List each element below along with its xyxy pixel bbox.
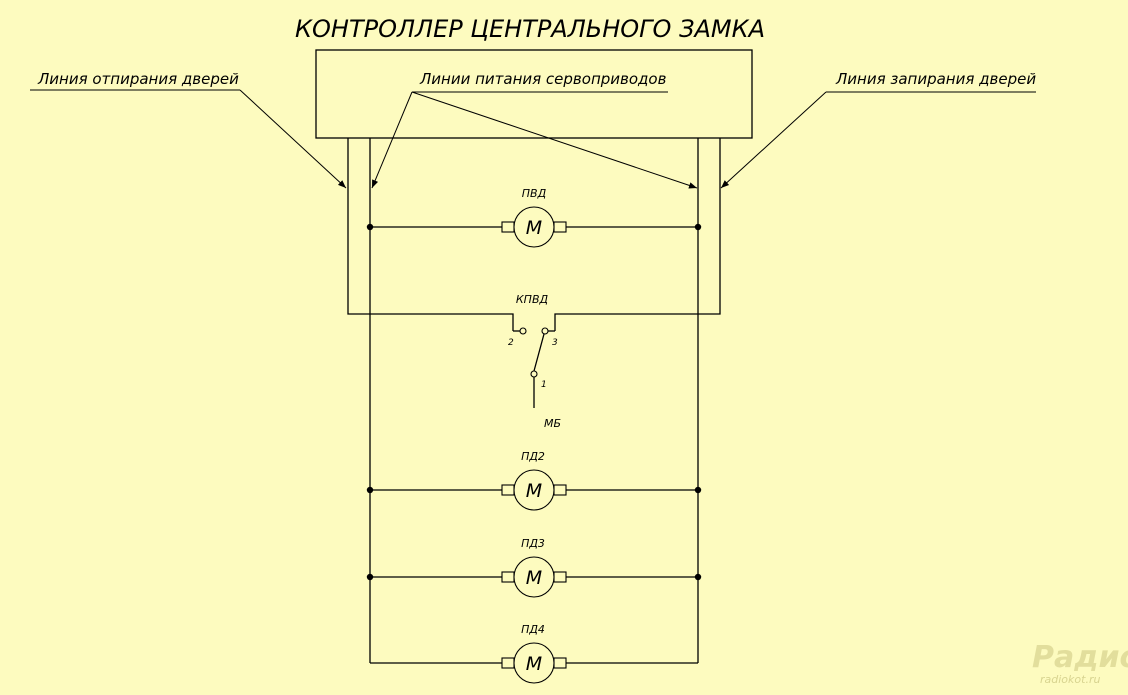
switch-pin-2: 2: [508, 338, 514, 348]
switch-pin-1: 1: [541, 380, 547, 390]
switch-kpvd: КПВД 2 3 1 МБ: [508, 293, 561, 430]
motor-pvd: M ПВД: [366, 187, 702, 248]
unlock-line-wire: [347, 138, 514, 324]
lock-callout-arrow: [720, 91, 827, 189]
motor-pd2: M ПД2: [366, 450, 702, 511]
motor-pd2-label: ПД2: [521, 450, 545, 463]
motor-pd4-label: ПД4: [521, 623, 545, 636]
motor-pd3-label: ПД3: [521, 537, 545, 550]
motor-pd4: M ПД4: [370, 623, 698, 684]
motor-pd2-symbol: M: [526, 480, 542, 502]
motor-pvd-label: ПВД: [522, 187, 547, 200]
watermark-url: radiokot.ru: [1040, 673, 1100, 686]
motor-pd4-symbol: M: [526, 653, 542, 675]
motor-pd3-symbol: M: [526, 567, 542, 589]
lock-line-label: Линия запирания дверей: [835, 70, 1036, 88]
switch-pin-3: 3: [552, 338, 558, 348]
motor-pd3: M ПД3: [366, 537, 702, 598]
watermark-brand: Радио КОТ: [1032, 640, 1128, 675]
unlock-callout-arrow: [239, 89, 347, 189]
servo-callout-arrow-right: [411, 91, 698, 189]
servo-callout-arrow-left: [371, 91, 413, 189]
ground-label: МБ: [544, 417, 561, 430]
motor-pvd-symbol: M: [526, 217, 542, 239]
lock-line-wire: [554, 138, 721, 324]
diagram-title: КОНТРОЛЛЕР ЦЕНТРАЛЬНОГО ЗАМКА: [295, 15, 765, 43]
servo-power-lines-label: Линии питания сервоприводов: [419, 70, 667, 88]
controller-block: [315, 49, 753, 139]
switch-kpvd-label: КПВД: [516, 293, 549, 306]
unlock-line-label: Линия отпирания дверей: [37, 70, 239, 88]
